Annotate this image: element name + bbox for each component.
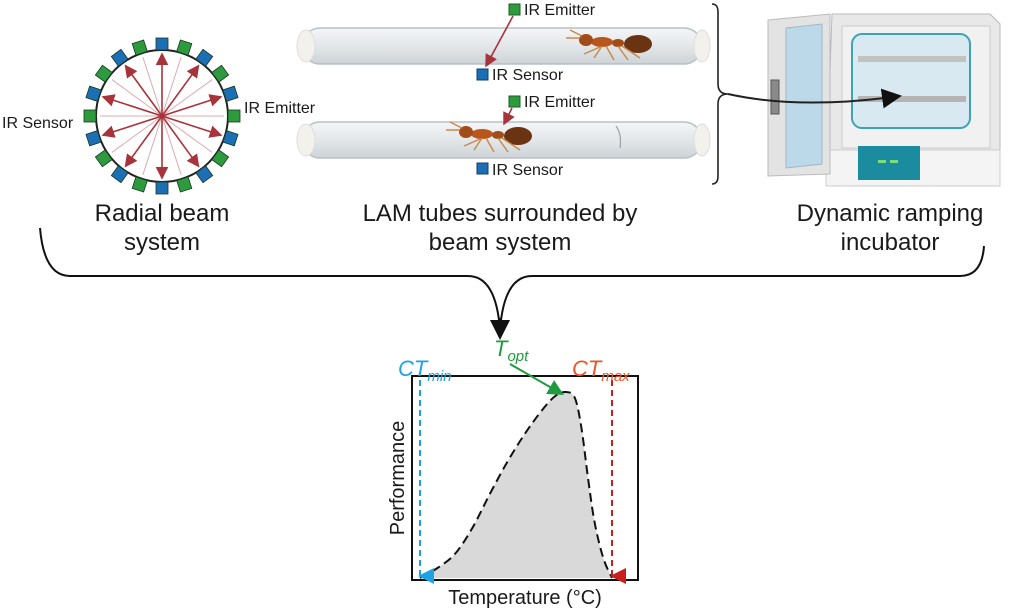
ctmax-label-main: CT	[572, 356, 603, 381]
radial-emitter-label: IR Emitter	[244, 100, 316, 117]
indicator-light	[890, 160, 898, 163]
incubator-caption-1: Dynamic ramping	[797, 200, 984, 227]
right-brace	[711, 3, 729, 185]
ring-sensors-emitters	[83, 37, 241, 195]
sensor-square	[222, 85, 239, 102]
door-handle	[770, 79, 780, 115]
beam-arrow	[503, 107, 515, 126]
door-window	[785, 23, 823, 169]
ctmin-label: CTmin	[398, 356, 452, 385]
lam-tube-2: IR Emitter IR Sensor	[296, 94, 711, 179]
tube-glare	[615, 125, 622, 149]
beam-line	[161, 115, 223, 138]
shelf	[858, 56, 966, 62]
sensor-square	[110, 48, 129, 67]
cotton-plug-right	[693, 29, 711, 63]
beam-line	[161, 115, 213, 153]
thermal-performance-chart: CTmin Topt CTmax Temperature (°C) Perfor…	[387, 336, 639, 609]
tubes-caption-1: LAM tubes surrounded by	[363, 200, 638, 227]
beam-line	[124, 115, 163, 168]
emitter-square	[83, 109, 97, 123]
radial-beam-system: IR Sensor IR Emitter Radial beam system	[2, 37, 316, 256]
tube2-emitter-label: IR Emitter	[524, 94, 596, 111]
ant-icon	[446, 121, 532, 153]
radial-beams	[100, 52, 224, 180]
emitter-square	[94, 149, 113, 168]
beam-line	[111, 79, 163, 117]
ctmin-label-sub: min	[427, 368, 451, 385]
topt-arrow	[509, 363, 564, 395]
beam-line	[124, 64, 163, 117]
cotton-plug-right	[693, 123, 711, 157]
emitter-square	[211, 149, 230, 168]
ant-icon	[566, 29, 652, 61]
sensor-square	[476, 162, 489, 175]
performance-area	[420, 391, 612, 578]
emitter-square	[508, 95, 521, 108]
emitter-square	[176, 39, 193, 56]
beam-line	[161, 115, 200, 168]
sensor-square	[195, 48, 214, 67]
sensor-square	[155, 181, 169, 195]
tube1-sensor-label: IR Sensor	[492, 67, 564, 84]
emitter-square	[131, 176, 148, 193]
emitter-square	[227, 109, 241, 123]
sensor-square	[85, 130, 102, 147]
beam-line	[161, 115, 182, 176]
beam-line	[111, 115, 163, 153]
beam-line	[101, 115, 163, 138]
emitter-square	[508, 3, 521, 16]
control-panel	[858, 146, 920, 180]
incubator-caption-2: incubator	[841, 229, 940, 256]
performance-curve	[419, 390, 613, 579]
lam-tubes: IR Emitter IR Sensor IR Emitter IR Senso…	[296, 2, 729, 256]
ctmin-label-main: CT	[398, 356, 429, 381]
sensor-square	[476, 68, 489, 81]
topt-label: Topt	[494, 336, 529, 365]
emitter-square	[176, 176, 193, 193]
beam-line	[161, 94, 223, 117]
tube1-emitter-label: IR Emitter	[524, 2, 596, 19]
beam-arrow	[485, 15, 514, 68]
sensor-square	[85, 85, 102, 102]
x-axis-label: Temperature (°C)	[448, 587, 602, 609]
beam-line	[142, 115, 163, 176]
ctmax-label: CTmax	[572, 356, 630, 385]
placement-arrow	[727, 88, 902, 109]
beam-line	[101, 94, 163, 117]
ctmax-label-sub: max	[601, 368, 630, 385]
beam-line	[161, 79, 213, 117]
sensor-square	[110, 165, 129, 184]
inner-glass-door	[851, 33, 971, 129]
indicator-light	[878, 160, 886, 163]
shelf	[858, 96, 966, 102]
topt-label-main: T	[494, 336, 509, 361]
beam-line	[161, 56, 182, 117]
sensor-square	[222, 130, 239, 147]
plot-frame	[411, 375, 639, 581]
emitter-square	[94, 64, 113, 83]
emitter-square	[131, 39, 148, 56]
incubator: Dynamic ramping incubator	[727, 13, 1001, 256]
cotton-plug-left	[296, 123, 316, 157]
beam-line	[142, 56, 163, 117]
emitter-square	[211, 64, 230, 83]
radial-sensor-label: IR Sensor	[2, 115, 74, 132]
y-axis-label: Performance	[387, 421, 409, 536]
sensor-square	[195, 165, 214, 184]
radial-caption-1: Radial beam	[95, 200, 230, 227]
tube2-sensor-label: IR Sensor	[492, 162, 564, 179]
topt-label-sub: opt	[507, 348, 529, 365]
sensor-square	[155, 37, 169, 51]
cotton-plug-left	[296, 29, 316, 63]
beam-line	[161, 64, 200, 117]
tube-glass	[301, 121, 703, 159]
tubes-caption-2: beam system	[429, 229, 572, 256]
lam-tube-1: IR Emitter IR Sensor	[296, 2, 711, 84]
radial-caption-2: system	[124, 229, 200, 256]
